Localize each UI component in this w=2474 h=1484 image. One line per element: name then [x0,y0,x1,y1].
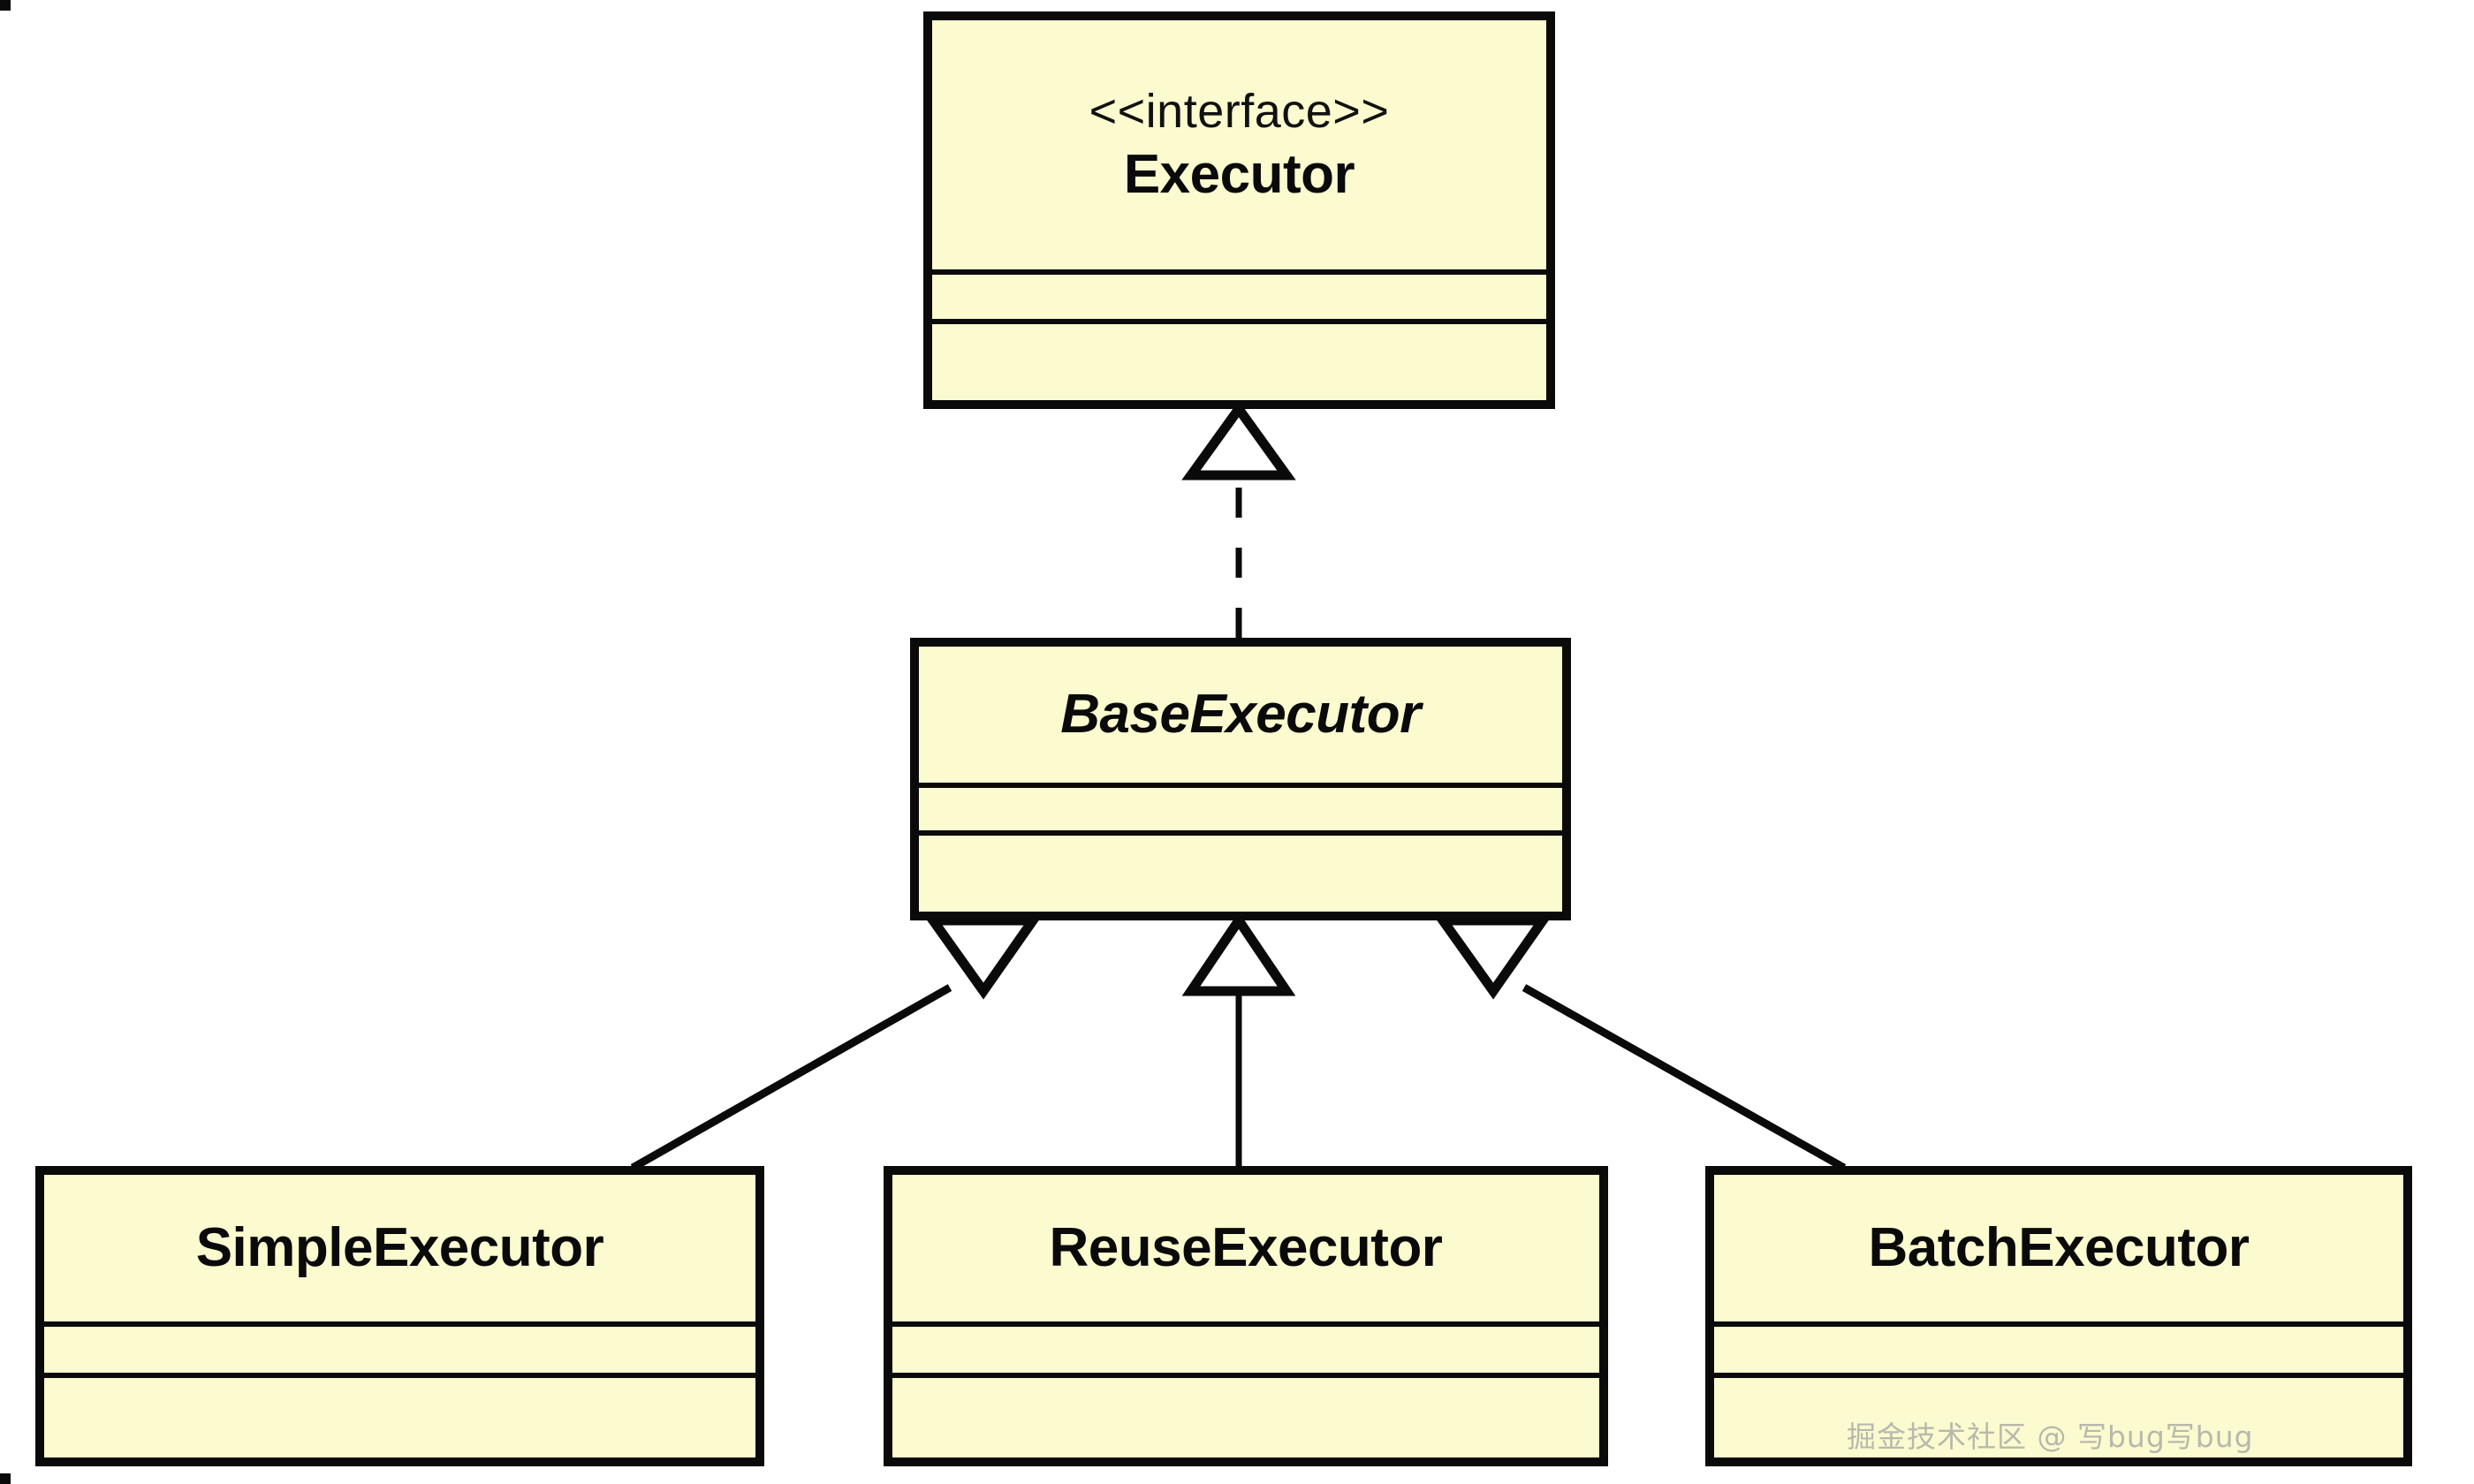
uml-class-executor-attributes [932,275,1546,324]
uml-class-base-executor-name: BaseExecutor [1060,684,1421,746]
uml-class-batch-executor-header: BatchExecutor [1714,1175,2403,1327]
uml-class-executor-name: Executor [1123,143,1355,205]
uml-class-base-executor-header: BaseExecutor [919,647,1562,788]
uml-class-reuse-executor-attributes [892,1327,1599,1378]
edge-realize-base-executor-to-executor [1181,400,1296,638]
generalization-line-left [630,984,952,1171]
realization-hollow-triangle-icon [1181,400,1296,481]
uml-class-batch-executor-operations [1714,1378,2403,1458]
uml-class-reuse-executor[interactable]: ReuseExecutor [884,1166,1608,1466]
uml-class-batch-executor-attributes [1714,1327,2403,1378]
uml-class-simple-executor-header: SimpleExecutor [44,1175,755,1327]
uml-class-simple-executor-operations [44,1378,755,1458]
uml-class-batch-executor[interactable]: BatchExecutor [1705,1166,2412,1466]
uml-class-reuse-executor-header: ReuseExecutor [892,1175,1599,1327]
uml-class-executor[interactable]: <<interface>> Executor [923,11,1555,409]
edge-generalize-batch-executor-to-base-executor [1433,915,1847,1171]
generalization-hollow-triangle-icon-middle [1181,912,1296,996]
uml-class-batch-executor-name: BatchExecutor [1868,1217,2250,1279]
uml-class-executor-header: <<interface>> Executor [932,20,1546,275]
edge-generalize-simple-executor-to-base-executor [630,915,1043,1171]
uml-class-base-executor[interactable]: BaseExecutor [910,638,1571,920]
watermark-text: 掘金技术社区 @ 写bug写bug [1847,1420,2254,1454]
uml-class-simple-executor[interactable]: SimpleExecutor [35,1166,764,1466]
uml-class-reuse-executor-operations [892,1378,1599,1458]
generalization-hollow-triangle-icon-right [1433,915,1552,1000]
uml-class-simple-executor-attributes [44,1327,755,1378]
uml-class-reuse-executor-name: ReuseExecutor [1049,1217,1443,1279]
uml-class-base-executor-operations [919,836,1562,912]
uml-class-simple-executor-name: SimpleExecutor [195,1217,604,1279]
generalization-line-right [1522,984,1847,1171]
uml-class-base-executor-attributes [919,788,1562,836]
generalization-hollow-triangle-icon-left [923,915,1043,1000]
corner-artifact-bottom-left [0,1473,11,1484]
uml-class-executor-operations [932,324,1546,400]
corner-artifact-top-left [0,0,11,11]
edge-generalize-reuse-executor-to-base-executor [1181,912,1296,1168]
uml-class-executor-stereotype: <<interface>> [1089,85,1390,139]
